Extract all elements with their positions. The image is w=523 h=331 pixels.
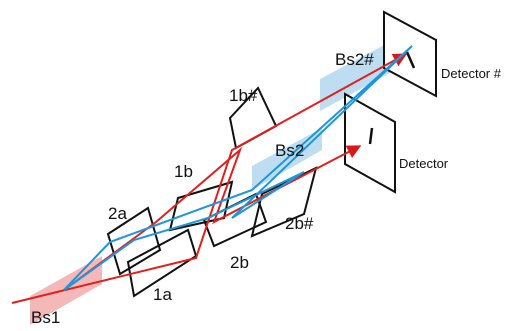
beam-splitter-bs2-hash: [320, 42, 390, 111]
mirror-1a-label: 1a: [153, 285, 172, 304]
mirror-2b-label: 2b: [230, 253, 249, 272]
detector-label: Detector: [399, 156, 449, 171]
detector-hash-box: [383, 10, 437, 98]
detector-hash-element: [405, 51, 416, 69]
detector-hash-label: Detector #: [441, 66, 501, 81]
mirror-2a-label: 2a: [108, 204, 127, 223]
mirror-2b-hash-label: 2b#: [285, 214, 314, 233]
mirror-2a: [106, 206, 162, 276]
mirror-1b: [168, 180, 234, 232]
detector-element: [368, 127, 374, 145]
mirror-1b-hash-label: 1b#: [229, 86, 258, 105]
bs1-label: Bs1: [31, 308, 61, 327]
red-beam-path-lower: [63, 145, 362, 291]
bs2-label: Bs2: [275, 141, 305, 160]
mirror-1b-label: 1b: [174, 162, 193, 181]
bs2-hash-label: Bs2#: [335, 50, 374, 69]
blue-beam-path: [63, 45, 413, 291]
